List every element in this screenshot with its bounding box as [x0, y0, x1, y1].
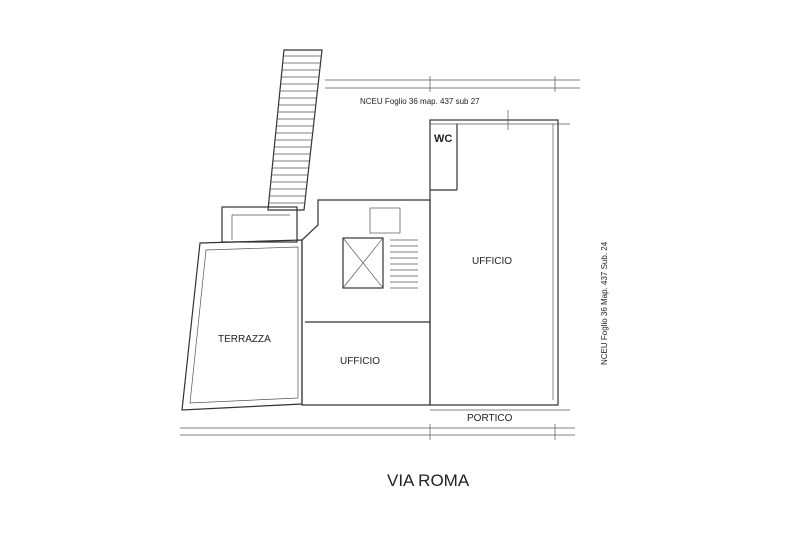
landing-stair [221, 206, 298, 243]
external-stair [267, 49, 323, 211]
street-label: VIA ROMA [387, 471, 470, 490]
room-label-terrace: TERRAZZA [218, 334, 271, 345]
portico [180, 409, 575, 440]
terrace-outline [181, 239, 303, 411]
middle-block [301, 199, 431, 406]
room-label-wc: WC [434, 133, 452, 145]
neighbor-right-label: NCEU Foglio 36 Map. 437 Sub. 24 [600, 241, 609, 365]
top-boundary [325, 76, 580, 92]
room-label-office-large: UFFICIO [472, 256, 512, 267]
room-label-office-small: UFFICIO [340, 356, 380, 367]
right-office [429, 110, 570, 406]
room-label-portico: PORTICO [467, 413, 513, 424]
neighbor-top-label: NCEU Foglio 36 map. 437 sub 27 [360, 97, 480, 106]
